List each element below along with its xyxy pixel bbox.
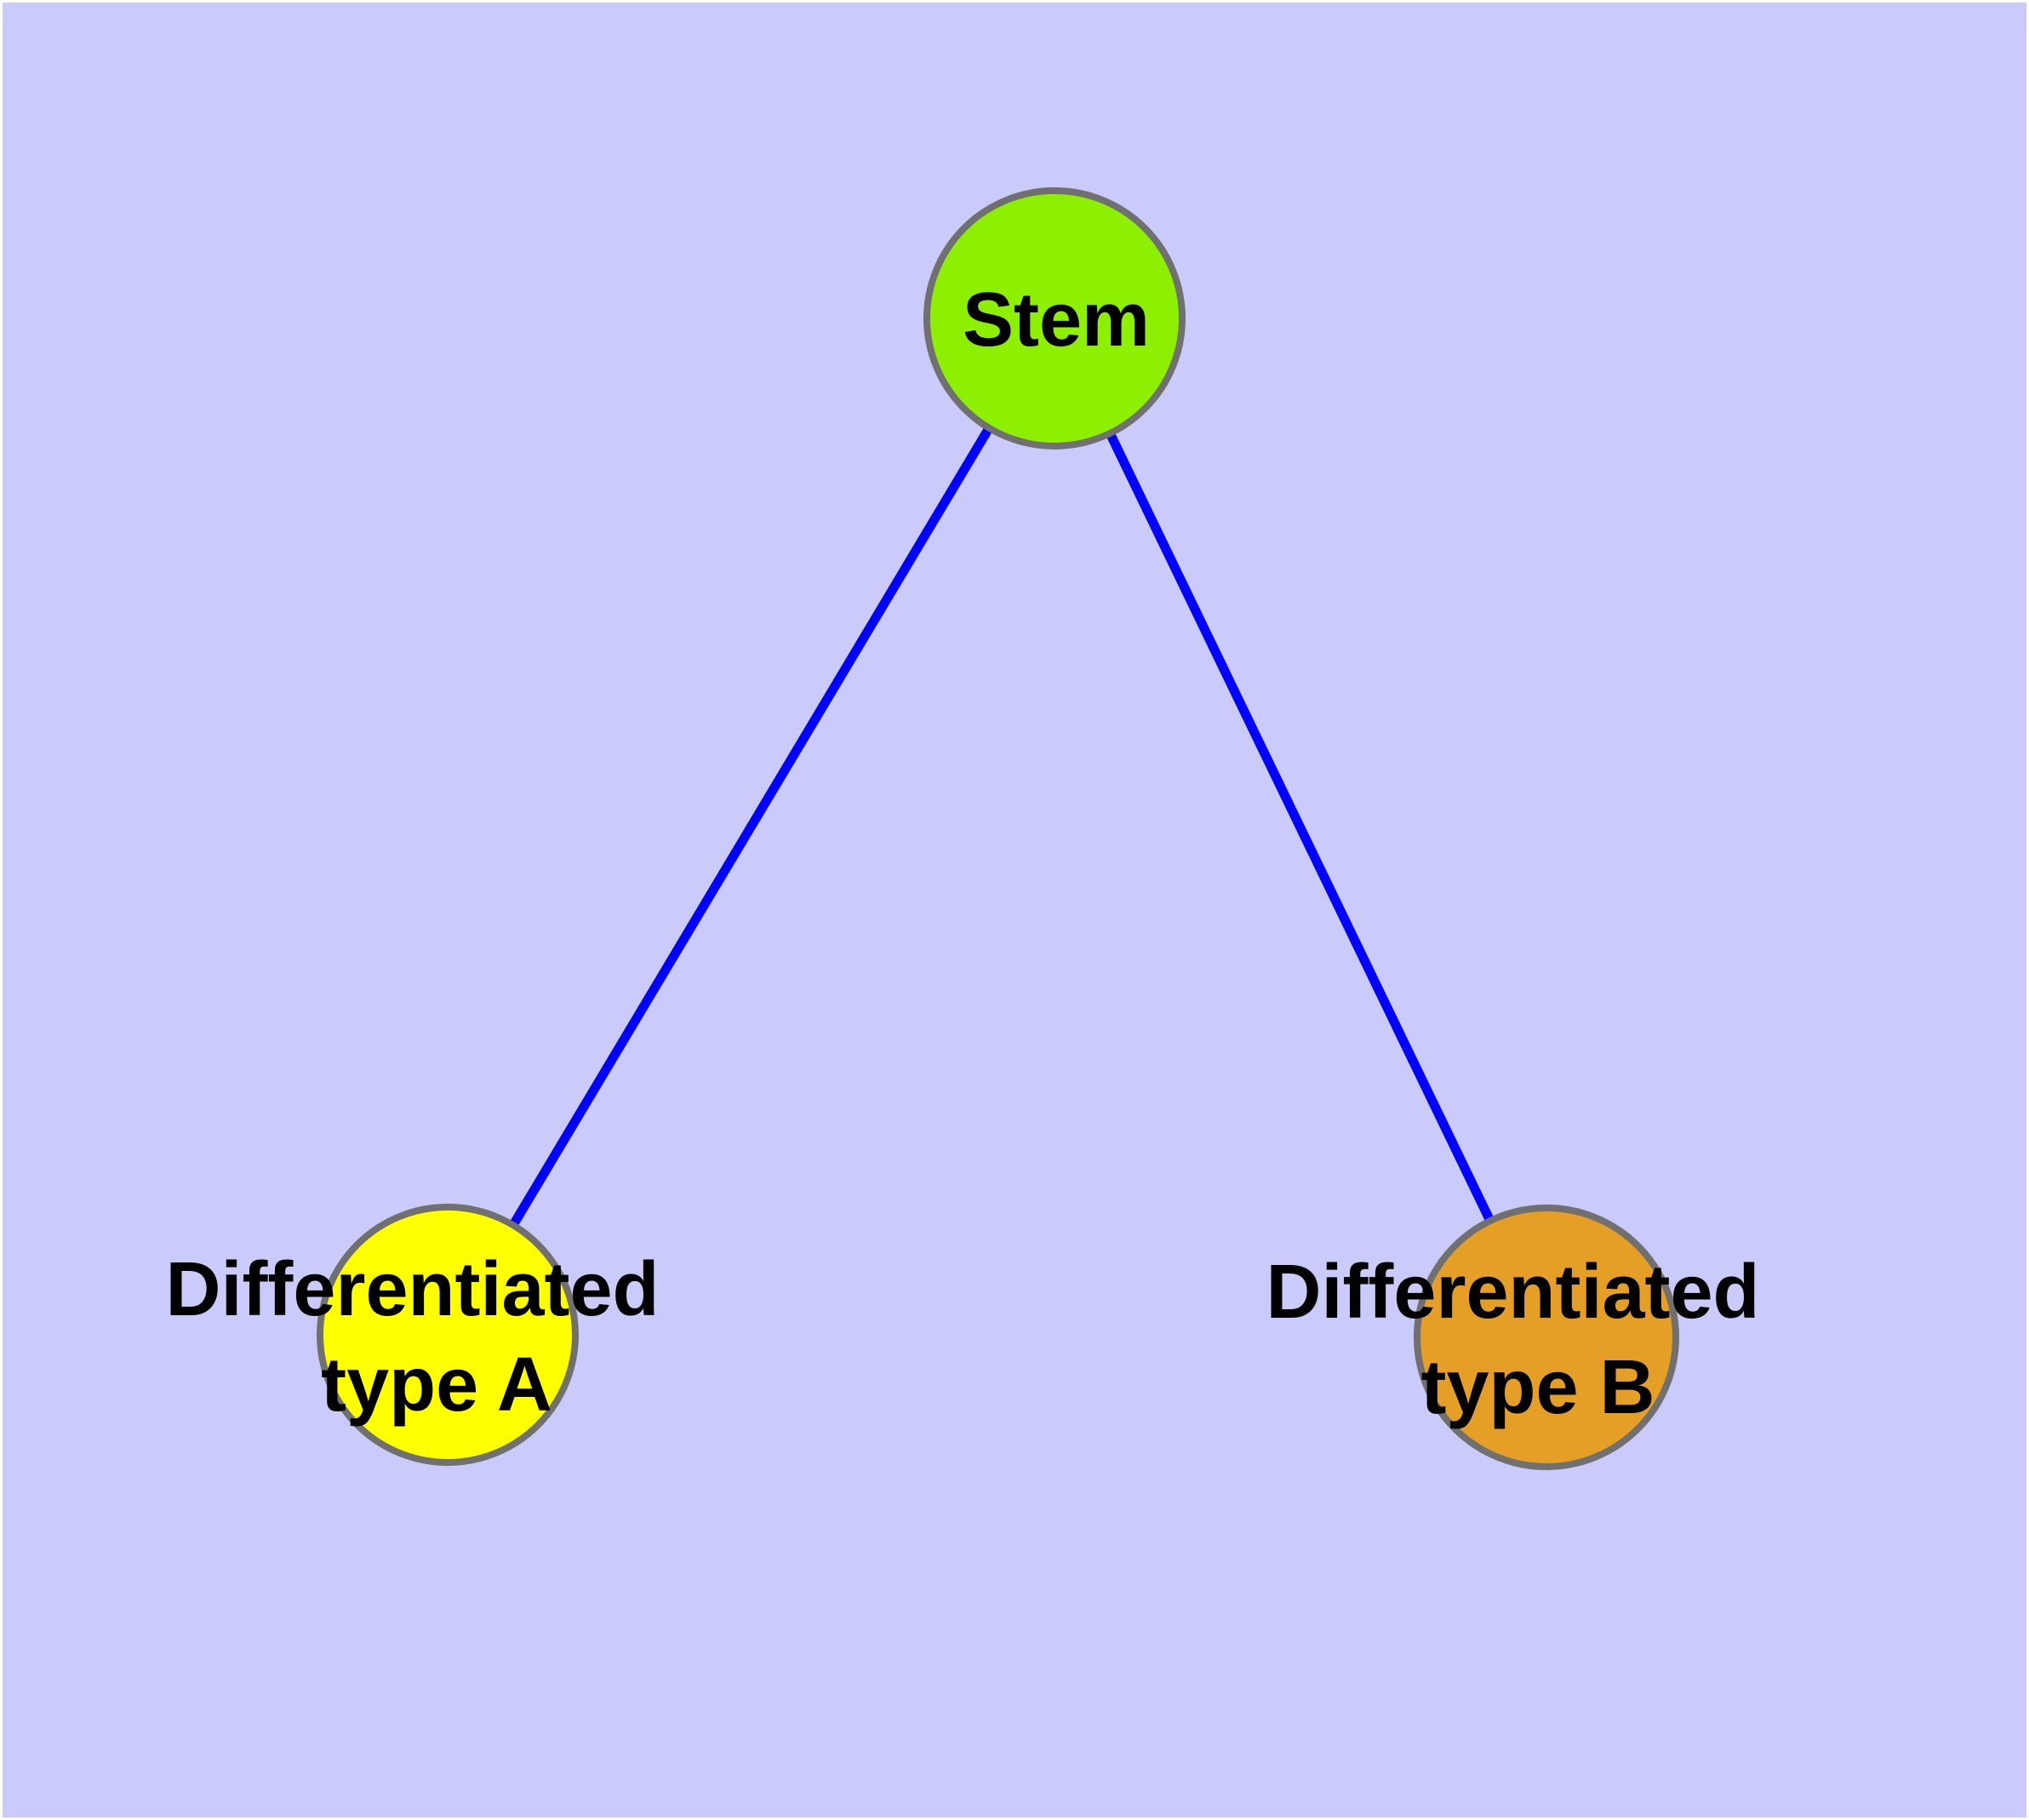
edge-stem-to-type-a: [443, 316, 1059, 1337]
node-type-a-label-line1: Differentiated: [165, 1247, 659, 1332]
node-type-b-label-line1: Differentiated: [1266, 1250, 1759, 1335]
node-type-a-label-line2: type A: [321, 1342, 552, 1428]
node-type-a-label: Differentiated type A: [165, 1247, 680, 1428]
node-stem-label: Stem: [963, 278, 1150, 363]
node-stem-circle: [923, 187, 1186, 449]
node-type-b-circle: [1414, 1205, 1679, 1470]
node-type-b-label: Differentiated type B: [1266, 1250, 1780, 1430]
edge-stem-to-type-b: [1050, 316, 1551, 1340]
node-type-a-circle: [317, 1204, 579, 1466]
node-type-b-label-line2: type B: [1420, 1345, 1655, 1430]
